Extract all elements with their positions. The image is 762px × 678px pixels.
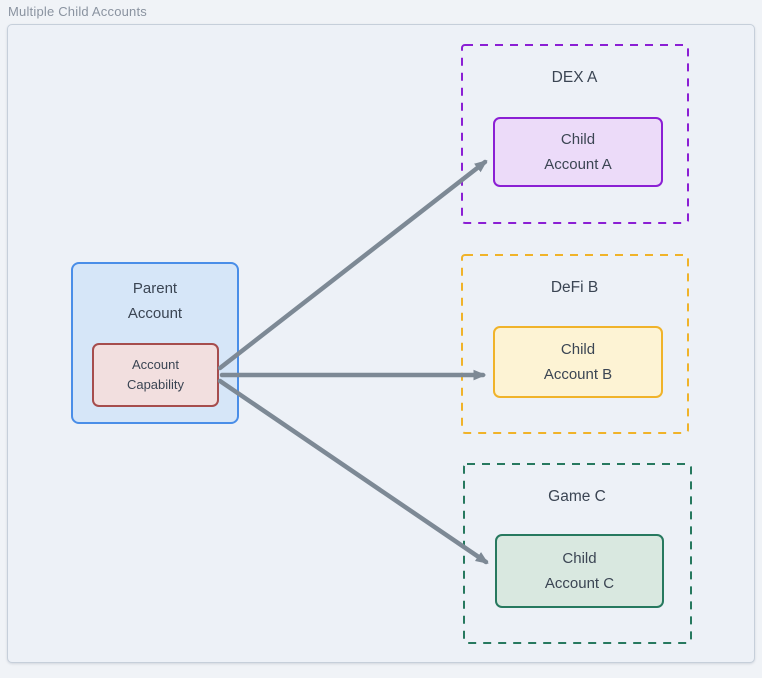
child-c-label-line1: Child <box>562 550 597 567</box>
group-label-game-c: Game C <box>548 488 606 505</box>
child-account-a-box: Child Account A <box>493 117 663 187</box>
parent-account-box: Parent Account Account Capability <box>71 262 239 424</box>
group-label-defi-b: DeFi B <box>550 279 599 296</box>
child-account-b-box: Child Account B <box>493 326 663 398</box>
diagram-title: Multiple Child Accounts <box>8 4 147 19</box>
capability-label-line2: Capability <box>126 377 185 392</box>
arrow-to-child-a <box>217 159 488 371</box>
child-a-label-line2: Account A <box>544 156 612 173</box>
child-account-c-box: Child Account C <box>495 534 664 608</box>
child-b-label-line2: Account B <box>543 366 613 383</box>
parent-account-label: Parent Account <box>128 276 182 326</box>
child-b-label-line1: Child <box>560 341 596 358</box>
child-a-label-line1: Child <box>560 131 596 148</box>
parent-label-line1: Parent <box>132 280 178 297</box>
group-label-dex-a: DEX A <box>551 69 598 86</box>
arrow-to-child-c <box>217 378 489 565</box>
account-capability-box: Account Capability <box>92 343 219 407</box>
diagram-panel: Parent Account Account Capability DEX A … <box>7 24 755 663</box>
capability-label-line1: Account <box>132 357 179 372</box>
child-c-label-line2: Account C <box>544 575 615 592</box>
parent-label-line2: Account <box>127 305 183 322</box>
